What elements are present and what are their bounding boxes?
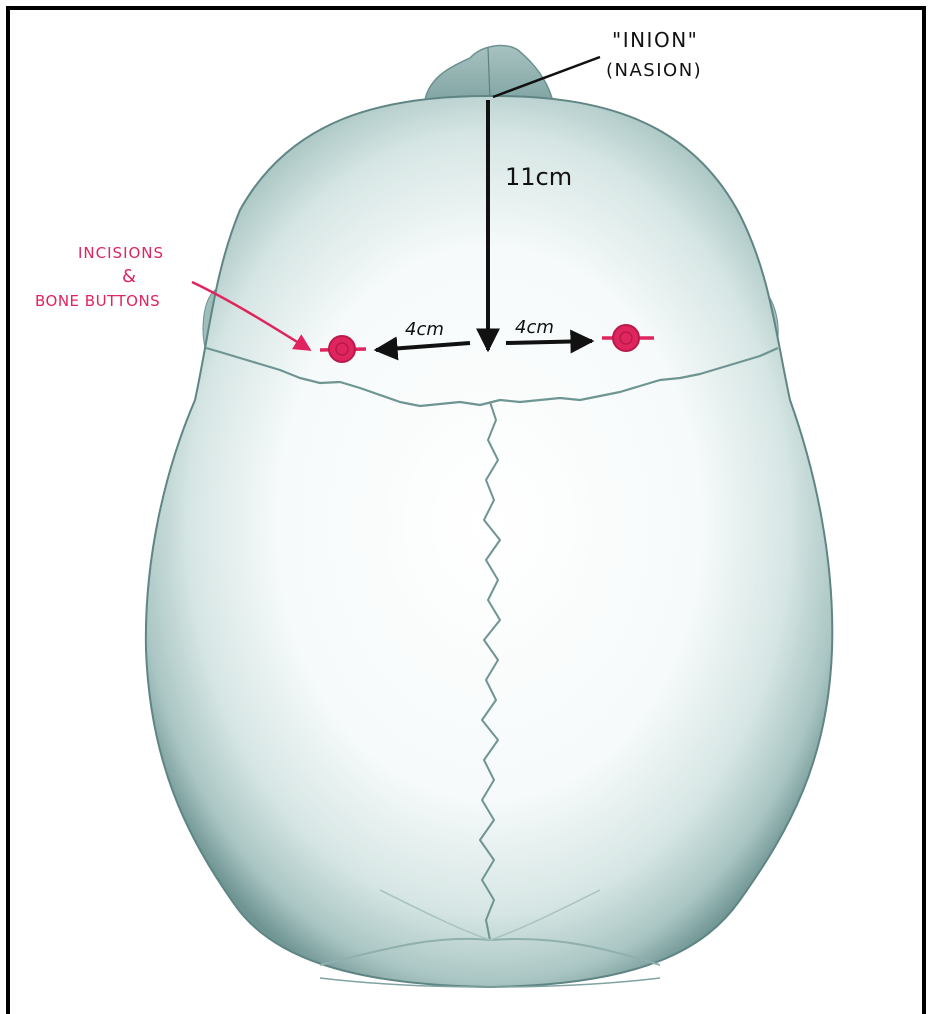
incisions-label-line3: BONE BUTTONS	[35, 292, 160, 310]
nasion-label: (NASION)	[606, 60, 702, 81]
distance-right-4cm-label: 4cm	[515, 317, 554, 338]
distance-11cm-label: 11cm	[505, 163, 572, 191]
incisions-label-line2: &	[122, 266, 136, 287]
right-arrow	[506, 341, 592, 343]
inion-label: "INION"	[612, 28, 698, 52]
distance-left-4cm-label: 4cm	[405, 319, 444, 340]
incisions-label-line1: INCISIONS	[78, 244, 164, 262]
